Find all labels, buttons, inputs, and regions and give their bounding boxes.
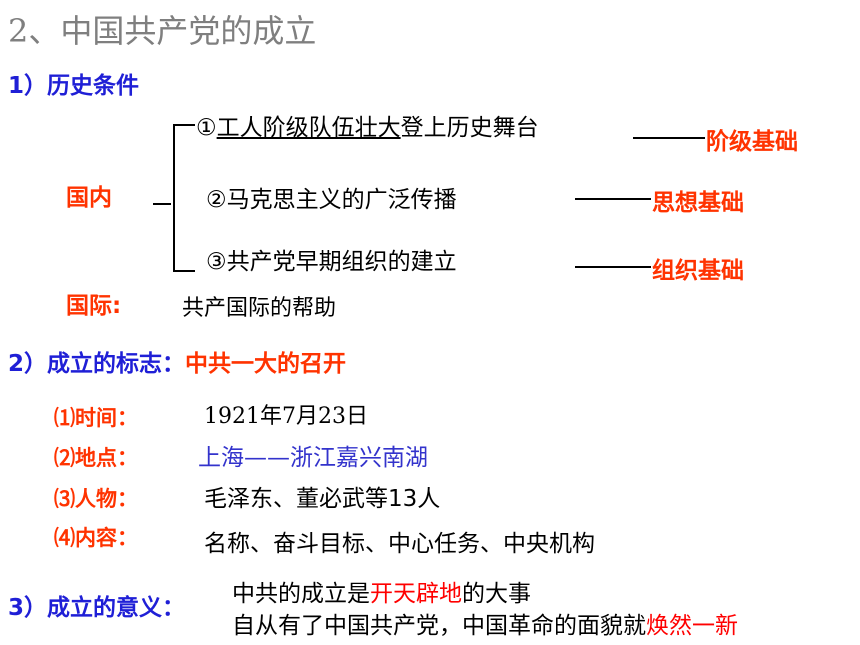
significance-line-2: 自从有了中国共产党，中国革命的面貌就焕然一新 [232,606,738,640]
section-2-heading-row: 2）成立的标志：中共一大的召开 [8,344,346,378]
item-text: 马克思主义的广泛传播 [226,187,457,213]
section-3-heading: 3）成立的意义： [8,595,186,621]
condition-item-2: ②马克思主义的广泛传播 [206,180,457,214]
people-label: ⑶人物： [54,487,138,511]
bracket-stub [153,203,171,205]
significance-line-1: 中共的成立是开天辟地的大事 [232,574,531,608]
place-value: 上海——浙江嘉兴南湖 [198,445,428,471]
bracket-bottom [173,270,195,272]
highlight-text: 开天辟地 [370,581,462,607]
text-part: 中共的成立是 [232,581,370,607]
international-label: 国际: [66,293,122,319]
section-2-heading: 2）成立的标志： [8,351,186,377]
page-title: 2、中国共产党的成立 [8,12,317,50]
text-part: 自从有了中国共产党，中国革命的面貌就 [232,613,646,639]
international-text: 共产国际的帮助 [182,296,337,321]
highlight-text: 焕然一新 [646,613,738,639]
basis-2: 思想基础 [652,190,744,216]
bracket-vertical [173,124,175,272]
domestic-label: 国内 [66,185,112,211]
basis-3: 组织基础 [652,258,744,284]
item-number: ② [206,187,227,213]
dash-line-1 [633,137,705,139]
underlined-text: 工人阶级队伍壮大 [216,115,401,141]
place-label: ⑵地点： [54,446,138,470]
people-value: 毛泽东、董必武等13人 [204,486,441,512]
dash-line-3 [575,266,651,268]
bracket-top [173,124,195,126]
item-number: ① [196,115,217,141]
dash-line-2 [575,198,651,200]
item-number: ③ [206,249,227,275]
time-label: ⑴时间： [54,406,138,430]
condition-item-3: ③共产党早期组织的建立 [206,242,457,276]
content-value: 名称、奋斗目标、中心任务、中央机构 [204,531,595,557]
basis-1: 阶级基础 [706,129,798,155]
founding-event: 中共一大的召开 [185,351,347,377]
item-text: 登上历史舞台 [400,115,539,141]
content-label: ⑷内容： [54,526,138,550]
text-part: 的大事 [462,581,531,607]
item-text: 共产党早期组织的建立 [226,249,457,275]
condition-item-1: ①工人阶级队伍壮大登上历史舞台 [196,108,539,142]
section-1-heading: 1）历史条件 [8,73,140,99]
time-value: 1921年7月23日 [204,404,368,429]
